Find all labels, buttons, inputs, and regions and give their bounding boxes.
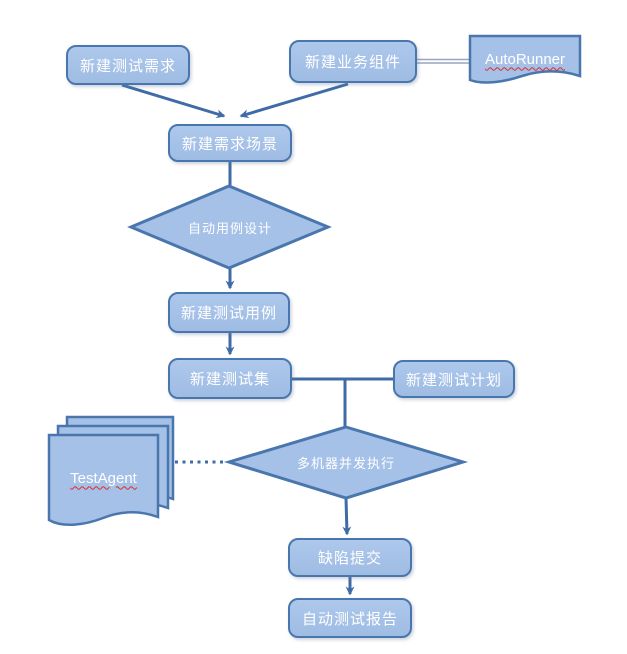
decision-diamond-auto-case-design (127, 184, 332, 270)
node-new-test-plan: 新建测试计划 (393, 360, 515, 398)
node-new-requirement-scenario: 新建需求场景 (168, 124, 292, 162)
node-new-test-case: 新建测试用例 (168, 292, 290, 333)
edge-component-to-scenario (239, 82, 349, 119)
edge-execution-diamond-to-defect (342, 497, 352, 536)
node-new-test-set: 新建测试集 (168, 358, 292, 399)
node-defect-submission: 缺陷提交 (288, 538, 412, 577)
testagent-document-front (47, 433, 160, 526)
autorunner-document-shape (468, 34, 582, 84)
decision-diamond-multi-machine-execution (223, 425, 469, 500)
edge-requirement-to-scenario (121, 83, 226, 119)
node-auto-test-report: 自动测试报告 (288, 598, 412, 638)
node-new-business-component: 新建业务组件 (289, 40, 417, 83)
testagent-document-stack (47, 415, 175, 526)
node-new-test-requirement: 新建测试需求 (66, 45, 190, 85)
